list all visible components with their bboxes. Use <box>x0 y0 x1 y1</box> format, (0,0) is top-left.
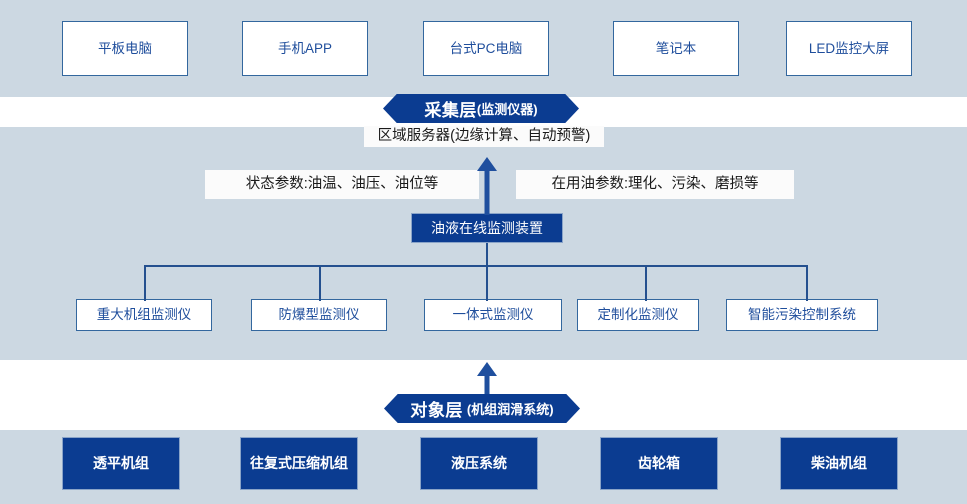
arrow-head-icon <box>477 157 497 171</box>
collection-layer-subtitle: (监测仪器) <box>476 102 538 117</box>
edge-server-label: 区域服务器(边缘计算、自动预警) <box>377 128 591 145</box>
core-device-box[interactable]: 油液在线监测装置 <box>411 213 563 243</box>
arrow-shaft <box>484 170 490 215</box>
status-parameters-label: 状态参数:油温、油压、油位等 <box>245 176 439 193</box>
monitor-box-explosion-proof[interactable]: 防爆型监测仪 <box>251 299 387 331</box>
object-label: 柴油机组 <box>811 455 867 472</box>
terminal-box-led-screen[interactable]: LED监控大屏 <box>786 21 912 76</box>
tree-branch-3 <box>486 265 488 301</box>
object-layer-banner: 对象层(机组润滑系统) <box>384 394 580 423</box>
terminal-label: 台式PC电脑 <box>449 40 523 56</box>
oil-parameters-label: 在用油参数:理化、污染、磨损等 <box>551 176 759 193</box>
monitor-label: 定制化监测仪 <box>597 307 679 323</box>
tree-trunk-line <box>486 243 488 266</box>
object-label: 齿轮箱 <box>638 455 680 472</box>
terminal-box-laptop[interactable]: 笔记本 <box>613 21 739 76</box>
object-box-diesel-unit[interactable]: 柴油机组 <box>780 437 898 490</box>
tree-branch-2 <box>319 265 321 301</box>
arrow-shaft <box>484 375 490 402</box>
object-label: 往复式压缩机组 <box>250 455 348 472</box>
object-label: 透平机组 <box>93 455 149 472</box>
object-box-turbine-unit[interactable]: 透平机组 <box>62 437 180 490</box>
object-layer-subtitle: (机组润滑系统) <box>466 402 554 417</box>
terminal-label: 平板电脑 <box>98 40 152 56</box>
monitor-box-smart-contamination[interactable]: 智能污染控制系统 <box>726 299 878 331</box>
tree-branch-4 <box>645 265 647 301</box>
terminal-label: LED监控大屏 <box>808 40 890 56</box>
core-device-label: 油液在线监测装置 <box>431 219 543 236</box>
monitor-label: 防爆型监测仪 <box>278 307 360 323</box>
monitor-box-customized[interactable]: 定制化监测仪 <box>577 299 699 331</box>
monitor-label: 智能污染控制系统 <box>748 307 856 323</box>
terminal-label: 手机APP <box>277 40 332 56</box>
terminal-box-tablet[interactable]: 平板电脑 <box>62 21 188 76</box>
object-layer-title: 对象层 <box>410 401 463 420</box>
object-label: 液压系统 <box>451 455 507 472</box>
monitor-box-integrated[interactable]: 一体式监测仪 <box>424 299 562 331</box>
object-box-reciprocating-compressor[interactable]: 往复式压缩机组 <box>240 437 358 490</box>
upward-arrow-to-server <box>476 157 498 215</box>
monitor-label: 一体式监测仪 <box>452 307 534 323</box>
monitor-box-major-unit[interactable]: 重大机组监测仪 <box>76 299 212 331</box>
arrow-head-icon <box>477 362 497 376</box>
object-box-gearbox[interactable]: 齿轮箱 <box>600 437 718 490</box>
terminal-box-desktop-pc[interactable]: 台式PC电脑 <box>423 21 549 76</box>
oil-parameters-box: 在用油参数:理化、污染、磨损等 <box>516 170 794 199</box>
edge-server-box[interactable]: 区域服务器(边缘计算、自动预警) <box>364 126 604 147</box>
tree-horizontal-bar <box>144 265 807 267</box>
terminal-label: 笔记本 <box>655 40 697 56</box>
tree-branch-1 <box>144 265 146 301</box>
monitor-label: 重大机组监测仪 <box>96 307 192 323</box>
upward-arrow-to-collection <box>476 362 498 402</box>
collection-layer-banner: 采集层(监测仪器) <box>383 94 579 123</box>
status-parameters-box: 状态参数:油温、油压、油位等 <box>205 170 479 199</box>
tree-branch-5 <box>806 265 808 301</box>
collection-layer-title: 采集层 <box>424 101 477 120</box>
object-box-hydraulic-system[interactable]: 液压系统 <box>420 437 538 490</box>
terminal-box-mobile-app[interactable]: 手机APP <box>242 21 368 76</box>
